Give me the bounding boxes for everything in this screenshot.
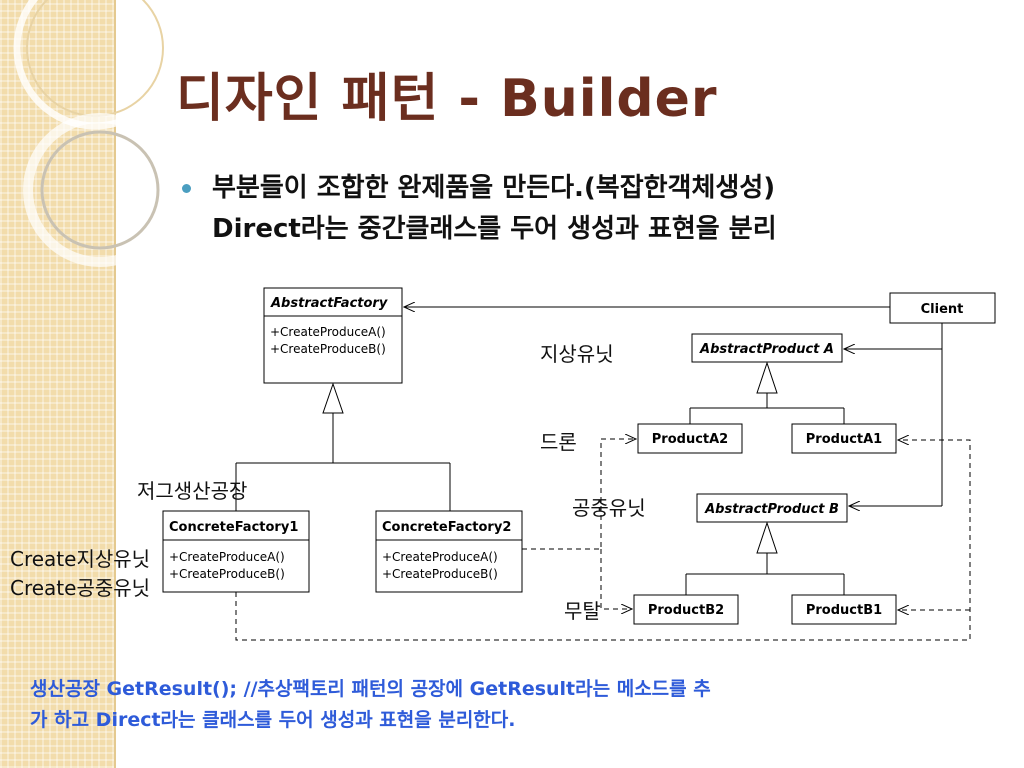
label-air-unit: 공중유닛 xyxy=(572,496,646,520)
deco-circle-lower xyxy=(23,113,177,267)
product-a2-name: ProductA2 xyxy=(652,432,728,447)
concrete-factory-1-name: ConcreteFactory1 xyxy=(169,520,298,535)
class-client: Client xyxy=(889,292,996,324)
dependency-dashed-lines xyxy=(235,439,971,641)
slide-title: 디자인 패턴 - Builder xyxy=(176,56,718,131)
product-b2-name: ProductB2 xyxy=(648,603,724,618)
slide-title-text: 디자인 패턴 - Builder xyxy=(176,69,718,129)
concrete-factory-2-name: ConcreteFactory2 xyxy=(382,520,511,535)
abstract-product-a-name: AbstractProduct A xyxy=(699,342,834,357)
product-b1-name: ProductB1 xyxy=(806,603,882,618)
concrete-factory-1-op-1: +CreateProduceA() xyxy=(169,550,285,564)
label-create-ground: Create지상유닛 xyxy=(10,547,151,571)
class-product-b1: ProductB1 xyxy=(791,594,897,625)
decorative-circles xyxy=(13,0,177,267)
create-labels: Create지상유닛 Create공중유닛 xyxy=(10,545,150,603)
class-product-a1: ProductA1 xyxy=(791,423,897,454)
abstract-factory-name: AbstractFactory xyxy=(270,296,388,311)
class-product-b2: ProductB2 xyxy=(633,594,739,625)
label-create-air: Create공중유닛 xyxy=(10,576,151,600)
client-association-lines xyxy=(404,307,943,506)
class-concrete-factory-1: ConcreteFactory1 +CreateProduceA() +Crea… xyxy=(162,510,310,593)
bullet-text: 부분들이 조합한 완제품을 만든다.(복잡한객체생성) Direct라는 중간클… xyxy=(212,168,777,250)
concrete-factory-1-op-2: +CreateProduceB() xyxy=(169,567,285,581)
bullet-icon xyxy=(182,184,191,193)
class-abstract-factory: AbstractFactory +CreateProduceA() +Creat… xyxy=(263,287,403,384)
deco-circle-large xyxy=(13,0,177,130)
class-product-a2: ProductA2 xyxy=(637,423,743,454)
deco-circle-lower-inner xyxy=(40,130,160,250)
product-b-inheritance-lines xyxy=(685,521,845,595)
label-ground-unit: 지상유닛 xyxy=(540,342,614,366)
label-drone: 드론 xyxy=(540,430,577,454)
class-abstract-product-b: AbstractProduct B xyxy=(696,493,848,523)
client-name: Client xyxy=(921,302,964,317)
footer-line-2: 가 하고 Direct라는 클래스를 두어 생성과 표현을 분리한다. xyxy=(30,709,516,731)
footer-line-1: 생산공장 GetResult(); //추상팩토리 패턴의 공장에 GetRes… xyxy=(30,678,711,700)
product-a-inheritance-lines xyxy=(689,361,845,424)
abstract-factory-op-1: +CreateProduceA() xyxy=(270,325,386,339)
side-panel-edge xyxy=(114,0,116,768)
abstract-product-b-name: AbstractProduct B xyxy=(704,502,839,517)
product-a1-name: ProductA1 xyxy=(806,432,882,447)
label-zerg-factory: 저그생산공장 xyxy=(137,479,248,503)
class-concrete-factory-2: ConcreteFactory2 +CreateProduceA() +Crea… xyxy=(375,510,523,593)
label-mutal: 무탈 xyxy=(564,599,601,623)
bullet-line-2: Direct라는 중간클래스를 두어 생성과 표현을 분리 xyxy=(212,214,777,244)
concrete-factory-2-op-1: +CreateProduceA() xyxy=(382,550,498,564)
factory-inheritance-lines xyxy=(235,382,451,511)
footer-note: 생산공장 GetResult(); //추상팩토리 패턴의 공장에 GetRes… xyxy=(30,674,990,736)
class-abstract-product-a: AbstractProduct A xyxy=(691,333,843,363)
concrete-factory-2-op-2: +CreateProduceB() xyxy=(382,567,498,581)
bullet-line-1: 부분들이 조합한 완제품을 만든다.(복잡한객체생성) xyxy=(212,173,776,203)
abstract-factory-op-2: +CreateProduceB() xyxy=(270,342,386,356)
